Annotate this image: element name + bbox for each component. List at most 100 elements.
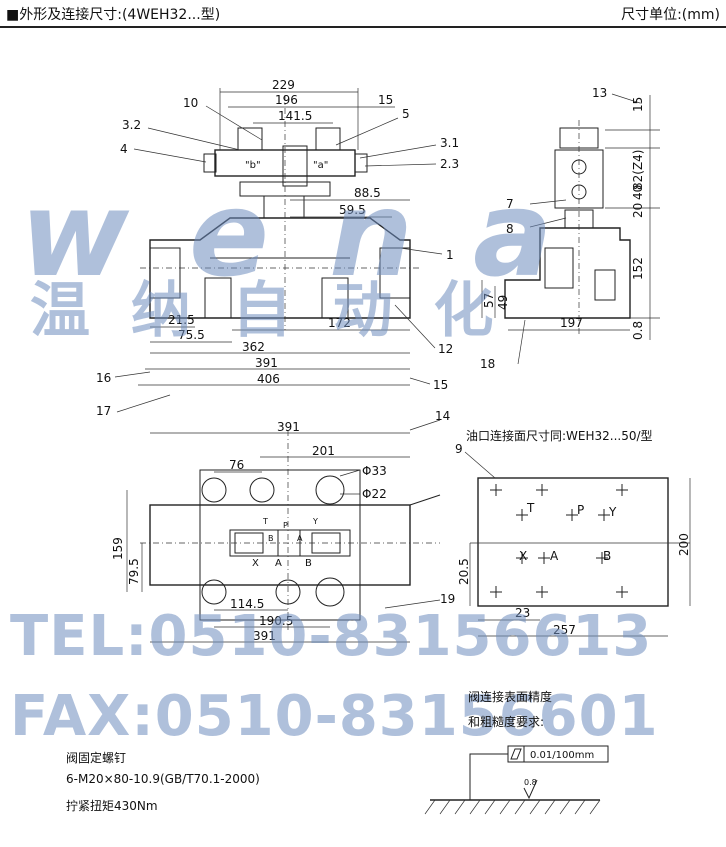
face-dim-20-5: 20.5 [457, 558, 471, 585]
top-main-body [149, 504, 411, 586]
dim-362: 362 [242, 340, 265, 354]
header-bar: ■外形及连接尺寸:(4WEH32...型) 尺寸单位:(mm) [0, 0, 726, 28]
top-body-frame [199, 469, 361, 621]
end-cap-left [149, 247, 181, 299]
bolt-spec: 6-M20×80-10.9(GB/T70.1-2000) [66, 772, 260, 786]
side-dim-40: 40 [631, 185, 645, 200]
callout-4: 4 [120, 142, 128, 156]
side-port-boss [544, 247, 574, 289]
face-dim-23: 23 [515, 606, 530, 620]
callout-9: 9 [455, 442, 463, 456]
watermark-cn: 温 纳 自 动 化 [30, 276, 504, 346]
unit-label: 尺寸单位:(mm) [621, 7, 720, 23]
page-title: ■外形及连接尺寸:(4WEH32...型) [6, 7, 221, 23]
solenoid-b-coil [237, 127, 263, 151]
dim-88-5: 88.5 [354, 186, 381, 200]
top-port-a: A [297, 534, 303, 543]
mounting-face: 油口连接面尺寸同:WEH32...50/型 T P Y X A B 200 20… [455, 428, 691, 637]
bolt-title: 阀固定螺钉 [66, 751, 127, 765]
callout-7: 7 [506, 197, 514, 211]
top-port-b2: B [305, 558, 312, 569]
end-cap-right [379, 247, 411, 299]
face-hole-marks [490, 484, 628, 598]
face-plate [477, 477, 669, 607]
callout-5: 5 [402, 107, 410, 121]
face-port-p: P [577, 503, 584, 517]
side-dim-82: 82(Z4) [631, 150, 645, 191]
dim-15-top: 15 [378, 93, 393, 107]
top-phi-33: Φ33 [362, 464, 387, 478]
port-boss-2 [321, 277, 349, 319]
callout-13: 13 [592, 86, 607, 100]
face-port-a: A [550, 549, 559, 563]
dim-391-front: 391 [255, 356, 278, 370]
torque-spec: 拧紧扭矩430Nm [66, 799, 158, 813]
pilot-center-block [282, 145, 308, 187]
side-view: 15 82(Z4) 40 20 152 0.8 49 57 197 13 7 8… [480, 86, 660, 371]
top-dim-391-b: 391 [253, 629, 276, 643]
main-valve-body [149, 217, 411, 319]
callout-3-1: 3.1 [440, 136, 459, 150]
face-dim-200: 200 [677, 533, 691, 556]
face-dim-257: 257 [553, 623, 576, 637]
solenoid-a-coil [315, 127, 341, 151]
top-port-p: P [283, 521, 288, 530]
watermark-logo: wena [20, 165, 613, 303]
side-dim-0-8: 0.8 [631, 321, 645, 340]
surface-finish-symbol: 0.01/100mm 0.8 [424, 745, 609, 815]
surface-req-1: 阀连接表面精度 [468, 690, 553, 704]
side-dim-20: 20 [631, 203, 645, 218]
sol-b-label: "b" [245, 160, 261, 171]
top-dim-79-5: 79.5 [127, 558, 141, 585]
roughness-value: 0.8 [524, 778, 537, 787]
manual-override-b [203, 153, 217, 173]
dim-172: 172 [328, 316, 351, 330]
face-port-t: T [526, 501, 535, 515]
side-dim-15: 15 [631, 97, 645, 112]
side-end-block [594, 269, 616, 301]
callout-8: 8 [506, 222, 514, 236]
top-dim-159: 159 [111, 537, 125, 560]
face-title: 油口连接面尺寸同:WEH32...50/型 [466, 428, 653, 443]
callout-12: 12 [438, 342, 453, 356]
callout-10: 10 [183, 96, 198, 110]
front-view: 229 196 141.5 15 88.5 59.5 "b" "a" 21.5 … [96, 78, 459, 418]
top-port-b: B [268, 534, 274, 543]
side-dim-49: 49 [496, 295, 510, 310]
top-dim-391: 391 [277, 420, 300, 434]
bolt-hole-2 [249, 477, 275, 503]
top-phi-22: Φ22 [362, 487, 387, 501]
port-boss-1 [204, 277, 232, 319]
bolt-hole-4 [201, 579, 227, 605]
top-dim-114-5: 114.5 [230, 597, 264, 611]
flatness-value: 0.01/100mm [530, 750, 594, 761]
side-dim-57: 57 [482, 293, 496, 308]
sol-a-label: "a" [313, 160, 328, 171]
callout-15: 15 [433, 378, 448, 392]
watermark-fax: FAX:0510-83156601 [10, 684, 659, 749]
surface-req-2: 和粗糙度要求: [468, 715, 545, 729]
dim-196: 196 [275, 93, 298, 107]
callout-19: 19 [440, 592, 455, 606]
side-dim-197: 197 [560, 316, 583, 330]
top-dim-201: 201 [312, 444, 335, 458]
callout-18: 18 [480, 357, 495, 371]
callout-3-2: 3.2 [122, 118, 141, 132]
top-dim-190-5: 190.5 [259, 614, 293, 628]
callout-2-3: 2.3 [440, 157, 459, 171]
dim-75-5: 75.5 [178, 328, 205, 342]
dim-141-5: 141.5 [278, 109, 312, 123]
dim-229: 229 [272, 78, 295, 92]
side-dim-152: 152 [631, 257, 645, 280]
callout-17: 17 [96, 404, 111, 418]
face-port-y: Y [608, 505, 617, 519]
top-dim-76: 76 [229, 458, 244, 472]
top-view: B A X A B P Y T 391 201 76 Φ33 Φ22 159 7… [111, 409, 455, 643]
top-port-x: X [252, 558, 259, 569]
bolt-hole-6 [315, 577, 345, 607]
bolt-hole-1 [201, 477, 227, 503]
watermark-tel: TEL:0510-83156613 [10, 604, 653, 669]
dim-21-5: 21.5 [168, 313, 195, 327]
dim-59-5: 59.5 [339, 203, 366, 217]
